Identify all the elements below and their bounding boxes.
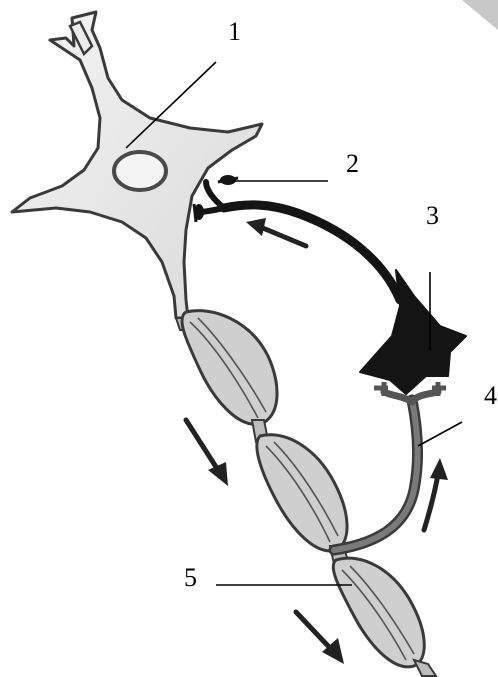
label-4: 4 (484, 381, 497, 410)
interneuron-soma (360, 270, 466, 394)
arrow-down-axon-1 (186, 420, 228, 486)
myelin-sheath-3 (333, 558, 424, 667)
myelin-sheath-1 (182, 311, 277, 425)
corner-mark (462, 0, 498, 30)
label-1: 1 (228, 17, 241, 46)
arrow-up-collateral (424, 458, 448, 530)
interneuron-axon (224, 205, 400, 300)
leader-line-4 (418, 422, 462, 446)
label-2: 2 (346, 149, 359, 178)
label-3: 3 (426, 201, 439, 230)
label-5: 5 (184, 563, 197, 592)
arrow-down-axon-2 (296, 612, 344, 664)
axon-terminal-end (414, 660, 436, 676)
nucleus (114, 152, 166, 190)
myelin-sheath-2 (257, 435, 347, 551)
arrow-interneuron-to-soma (246, 218, 306, 246)
